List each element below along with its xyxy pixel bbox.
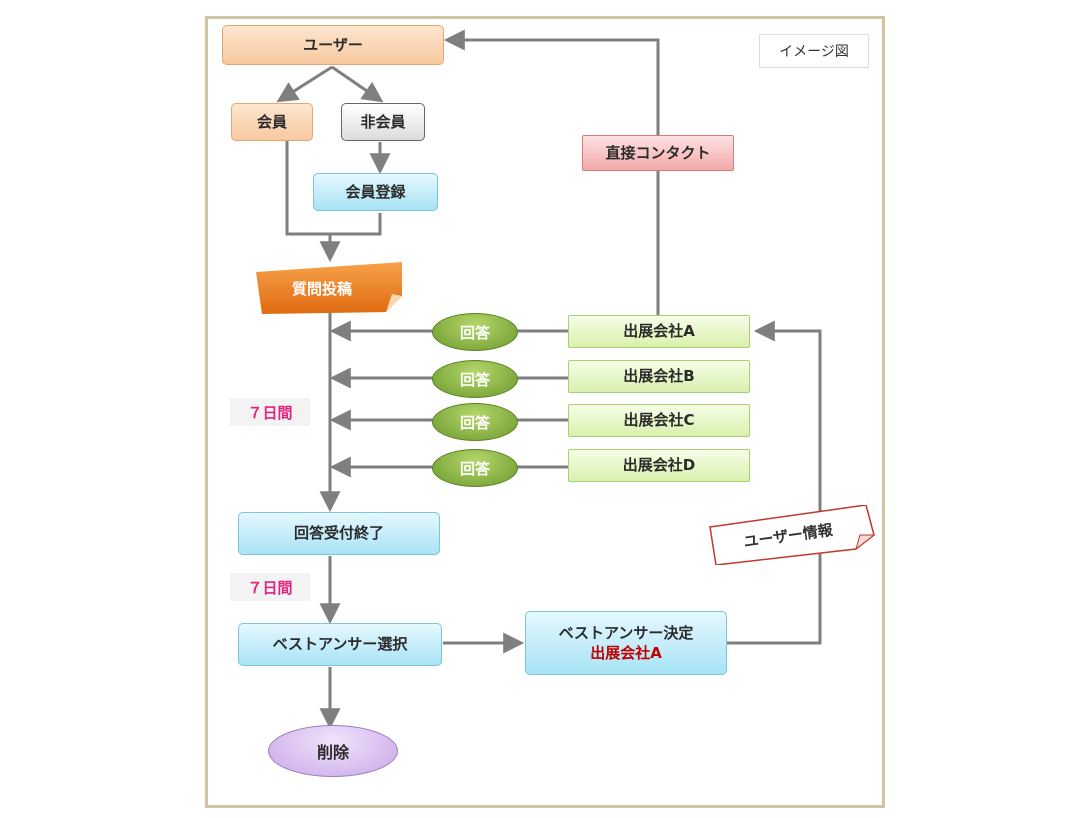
legend-label: イメージ図 (759, 34, 869, 68)
answer-oval-b: 回答 (432, 360, 518, 398)
member-registration-node: 会員登録 (313, 173, 438, 211)
non-member-node: 非会員 (341, 103, 425, 141)
line-member-merge (285, 140, 382, 236)
answer-closed-node: 回答受付終了 (238, 512, 440, 555)
user-node: ユーザー (222, 25, 444, 65)
answer-oval-a: 回答 (432, 313, 518, 351)
member-node: 会員 (231, 103, 313, 141)
best-answer-select-node: ベストアンサー選択 (238, 623, 442, 666)
arrow-exhibitor-a-to-user (443, 29, 660, 315)
arrow-decided-to-exhibitor-a (727, 320, 822, 645)
diagram-frame (205, 16, 885, 808)
question-post-label: 質問投稿 (291, 279, 352, 298)
arrow-user-to-non-member (331, 65, 384, 103)
exhibitor-b-node: 出展会社B (568, 360, 750, 393)
user-info-node: ユーザー情報 (708, 504, 876, 566)
exhibitor-c-node: 出展会社C (568, 404, 750, 437)
period-label-first: ７日間 (230, 398, 310, 426)
period-label-second: ７日間 (230, 573, 310, 601)
best-answer-company-label: 出展会社A (590, 644, 662, 662)
best-answer-decided-label: ベストアンサー決定 (558, 623, 694, 642)
best-answer-decided-node: ベストアンサー決定 出展会社A (525, 611, 727, 675)
exhibitor-a-node: 出展会社A (568, 315, 750, 348)
user-info-tag-shape (709, 504, 876, 566)
question-post-tag-shape (256, 262, 402, 314)
arrow-user-to-member (276, 65, 333, 103)
answer-oval-c: 回答 (432, 403, 518, 441)
exhibitor-d-node: 出展会社D (568, 449, 750, 482)
answer-oval-d: 回答 (432, 449, 518, 487)
delete-node: 削除 (268, 725, 398, 777)
question-post-node: 質問投稿 (252, 262, 406, 314)
direct-contact-node: 直接コンタクト (582, 135, 734, 171)
